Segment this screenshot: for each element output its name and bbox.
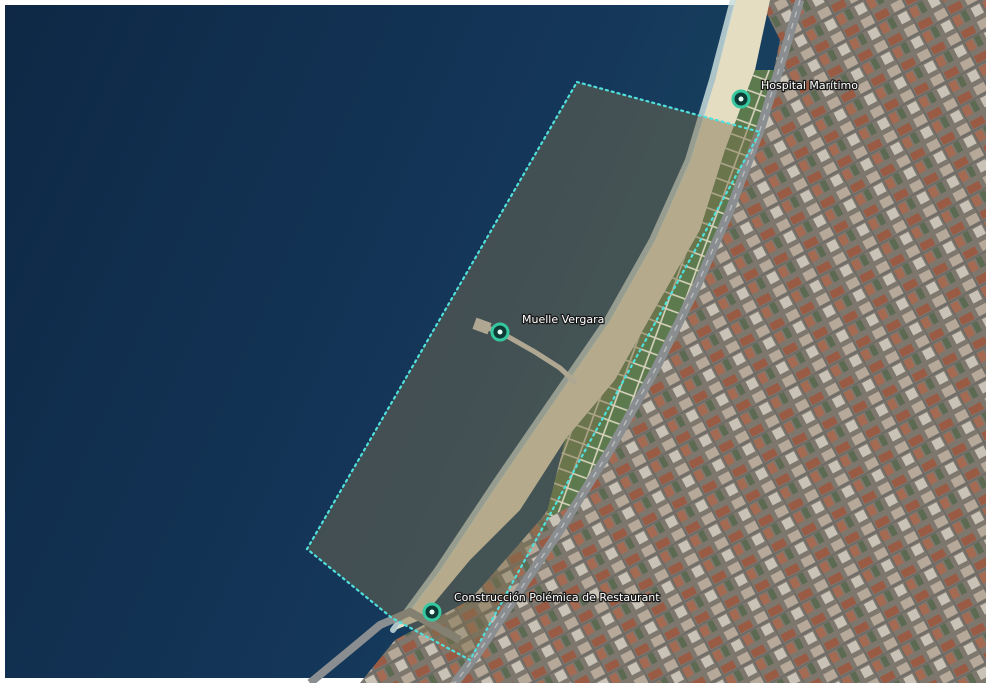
seafront-road (307, 607, 462, 683)
placemark-label-restaurant: Construcción Polémica de Restaurant (454, 591, 660, 604)
placemark-dot (497, 329, 503, 335)
placemark-hospital[interactable]: Hospital Marítimo (731, 78, 860, 109)
beach (395, 0, 770, 630)
pier-head (472, 317, 492, 335)
placemark-muelle-vergara[interactable]: Muelle Vergara (490, 312, 606, 342)
placemark-label-hospital: Hospital Marítimo (761, 79, 858, 92)
surf-line (390, 0, 736, 633)
placemark-dot (429, 609, 435, 615)
area-zone[interactable] (305, 80, 762, 662)
promenade-park (545, 70, 775, 520)
placemark-restaurant[interactable]: Construcción Polémica de Restaurant (422, 590, 662, 622)
coastal-avenue-median (454, 0, 801, 683)
placemark-label-muelle: Muelle Vergara (522, 313, 604, 326)
placemark-dot (738, 96, 744, 102)
